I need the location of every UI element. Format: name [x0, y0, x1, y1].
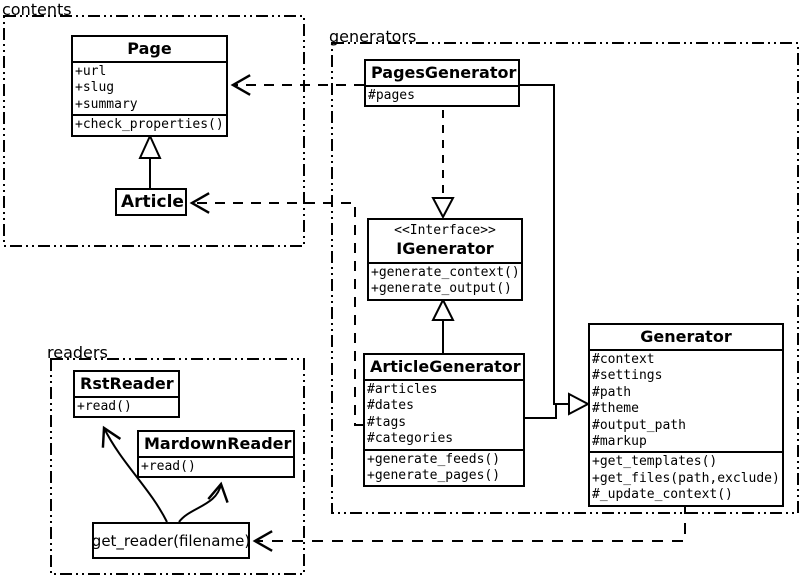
class-igenerator-name: IGenerator — [396, 239, 494, 258]
method: +get_templates() — [592, 454, 718, 470]
class-page-methods: +check_properties() — [73, 114, 226, 134]
attribute: #settings — [592, 368, 663, 384]
class-igenerator-title: <<Interface>> IGenerator — [369, 220, 521, 262]
method: #_update_context() — [592, 487, 733, 503]
class-markdownreader-title: MardownReader — [144, 434, 292, 453]
attribute: #categories — [367, 431, 454, 447]
class-article-title: Article — [121, 192, 184, 212]
attribute: #output_path — [592, 417, 686, 433]
method: +generate_pages() — [367, 468, 501, 484]
class-generator-methods: +get_templates() +get_files(path,exclude… — [590, 451, 782, 504]
class-articlegenerator-methods: +generate_feeds() +generate_pages() — [365, 448, 523, 486]
generalization-arrowhead-igenerator-bottom — [431, 297, 455, 321]
realization-arrowhead-igenerator-top — [431, 197, 455, 220]
class-rstreader-methods: +read() — [75, 396, 178, 416]
dep-generator-getreader — [252, 503, 686, 552]
dep-articlegenerator-article — [189, 192, 363, 426]
attribute: #markup — [592, 434, 647, 450]
generalization-articlegenerator-generator — [525, 404, 557, 419]
class-pagesgenerator-title: PagesGenerator — [371, 63, 517, 82]
arrow-getreader-markdownreader — [178, 481, 229, 523]
class-articlegenerator-attributes: #articles #dates #tags #categories — [365, 379, 523, 449]
class-articlegenerator-title: ArticleGenerator — [370, 357, 521, 376]
generalization-arrowhead-page-bottom — [138, 133, 162, 159]
package-generators-label: generators — [329, 27, 417, 46]
method: +check_properties() — [75, 117, 224, 133]
package-contents-border — [3, 15, 305, 247]
function-get-reader: get_reader(filename) — [92, 522, 250, 559]
class-pagesgenerator: PagesGenerator #pages — [364, 59, 520, 108]
class-igenerator-methods: +generate_context() +generate_output() — [369, 262, 521, 299]
package-generators-border — [331, 42, 799, 514]
class-pagesgenerator-attributes: #pages — [366, 85, 518, 105]
method: +read() — [77, 399, 132, 414]
attribute: #tags — [367, 414, 407, 430]
generalization-arrowhead-generator-left — [568, 392, 591, 416]
class-articlegenerator: ArticleGenerator #articles #dates #tags … — [363, 353, 525, 488]
class-markdownreader: MardownReader +read() — [137, 430, 295, 479]
attribute: #articles — [367, 382, 438, 397]
class-igenerator: <<Interface>> IGenerator +generate_conte… — [367, 218, 523, 301]
class-markdownreader-methods: +read() — [139, 456, 293, 476]
class-generator-attributes: #context #settings #path #theme #output_… — [590, 349, 782, 451]
method: +generate_feeds() — [367, 451, 501, 467]
method: +get_files(path,exclude) — [592, 470, 780, 486]
attribute: #theme — [592, 401, 639, 417]
attribute: +url — [75, 64, 107, 79]
package-readers-label: readers — [47, 343, 108, 362]
method: +generate_output() — [371, 281, 512, 297]
attribute: +slug — [75, 80, 115, 96]
attribute: #dates — [367, 398, 414, 414]
class-igenerator-stereotype: <<Interface>> — [394, 223, 496, 238]
attribute: +summary — [75, 96, 138, 112]
attribute: #pages — [368, 88, 415, 103]
class-page: Page +url +slug +summary +check_properti… — [71, 35, 228, 137]
class-rstreader-title: RstReader — [80, 374, 174, 393]
attribute: #path — [592, 384, 632, 400]
package-readers-border — [50, 358, 305, 575]
class-generator-title: Generator — [640, 327, 732, 346]
method: +generate_context() — [371, 265, 520, 280]
class-generator: Generator #context #settings #path #them… — [588, 323, 784, 507]
class-page-attributes: +url +slug +summary — [73, 61, 226, 114]
package-contents-label: contents — [2, 0, 72, 19]
class-page-title: Page — [127, 39, 172, 58]
generalization-pagesgenerator-generator — [520, 84, 569, 405]
class-article: Article — [115, 188, 187, 216]
arrow-getreader-rstreader — [101, 425, 168, 523]
method: +read() — [141, 459, 196, 474]
class-rstreader: RstReader +read() — [73, 370, 180, 419]
attribute: #context — [592, 352, 655, 367]
